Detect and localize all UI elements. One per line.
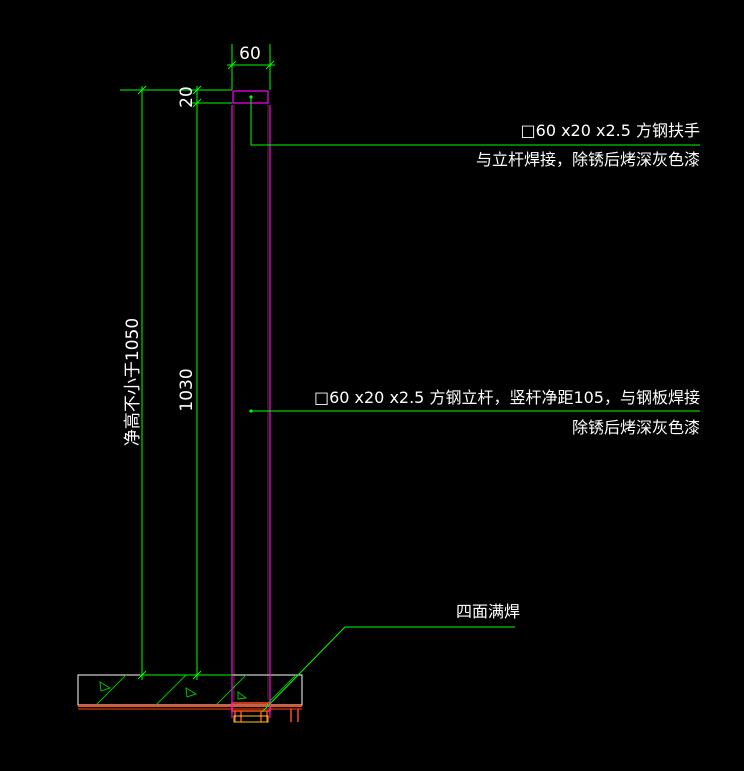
dimension-handrail-height-text: 20 — [177, 86, 197, 108]
dimension-top-width-text: 60 — [239, 44, 261, 64]
leader-handrail — [250, 97, 700, 146]
slab-hatch — [95, 674, 297, 706]
post-finish-text: 除锈后烤深灰色漆 — [572, 418, 700, 437]
dimension-handrail-height — [120, 85, 232, 108]
weld-note-text: 四面满焊 — [456, 602, 520, 621]
handrail-spec-text: □60 x20 x2.5 方钢扶手 — [521, 121, 700, 140]
post-inner-lines — [233, 105, 269, 700]
dimension-clear-height — [137, 85, 147, 680]
handrail-finish-text: 与立杆焊接，除锈后烤深灰色漆 — [476, 150, 700, 169]
dimension-post-height-text: 1030 — [177, 368, 197, 411]
dimension-top-width — [227, 44, 275, 90]
dimension-post-height — [140, 103, 232, 680]
aggregate-marks — [99, 681, 248, 700]
dimension-clear-height-text: 净高不小于1050 — [123, 318, 143, 446]
post-outline — [231, 90, 271, 718]
leader-weld — [261, 626, 515, 713]
post-spec-text: □60 x20 x2.5 方钢立杆，竖杆净距105，与钢板焊接 — [314, 388, 700, 407]
